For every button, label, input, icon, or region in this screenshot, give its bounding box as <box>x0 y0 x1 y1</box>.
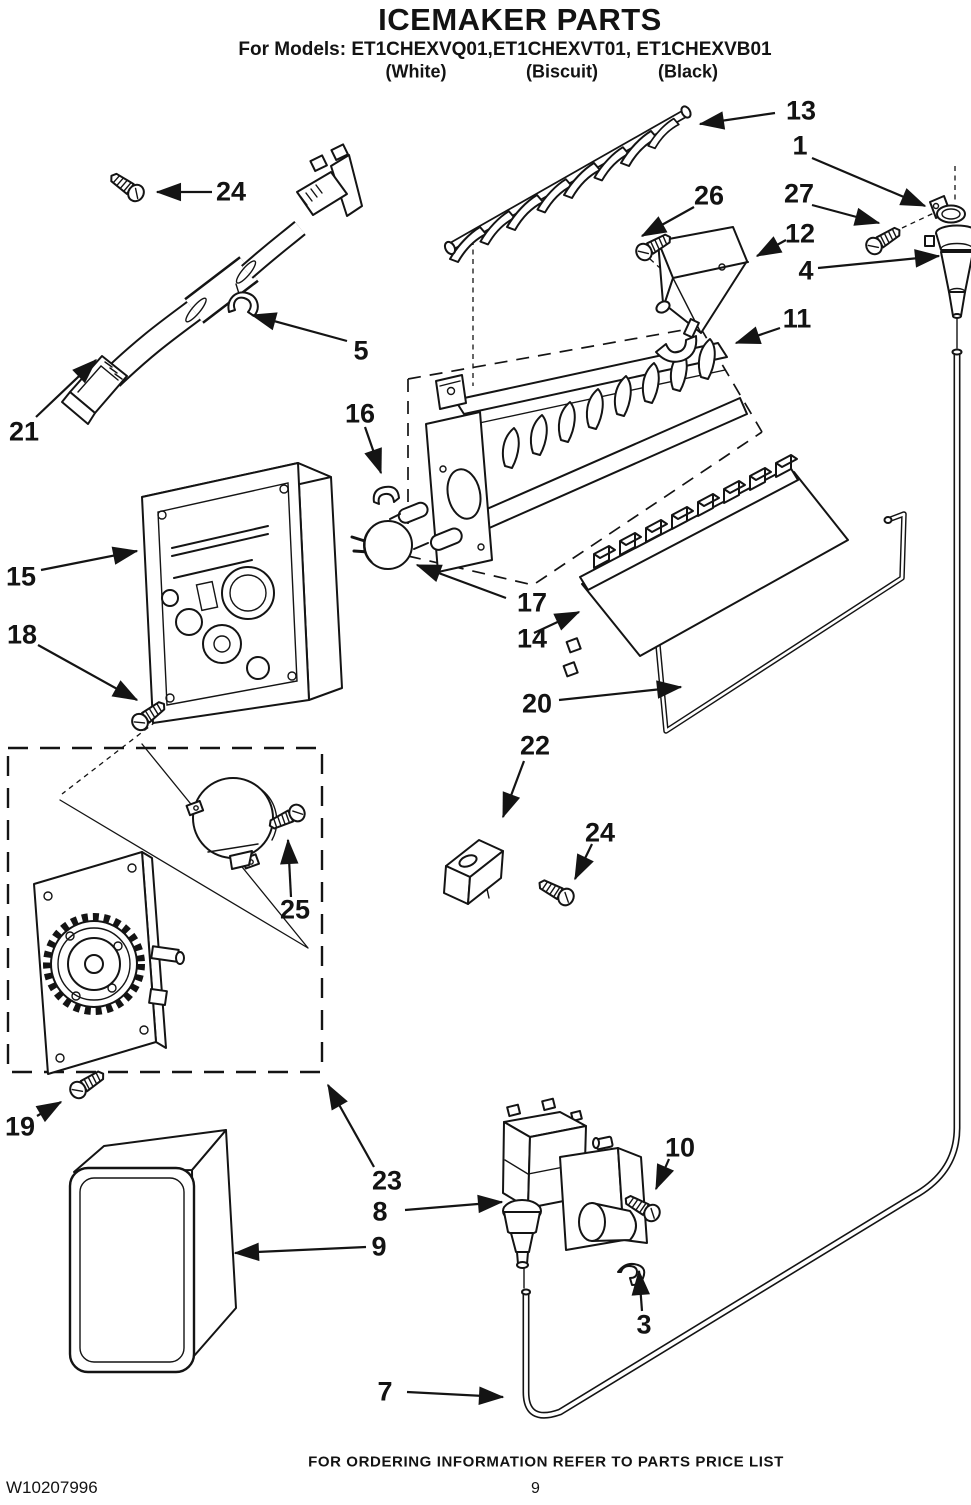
callout-12: 12 <box>784 218 816 249</box>
callout-27: 27 <box>783 178 815 209</box>
fill-tube-assembly-drawing <box>924 195 971 319</box>
callout-25: 25 <box>279 894 311 925</box>
callout-4: 4 <box>798 255 814 286</box>
color-label-white: (White) <box>385 61 447 82</box>
motor-drawing <box>185 777 278 870</box>
document-number: W10207996 <box>6 1478 98 1497</box>
color-label-biscuit: (Biscuit) <box>526 61 598 82</box>
icemaker-mold-drawing <box>389 335 748 573</box>
callout-26: 26 <box>693 180 725 211</box>
leader-lines <box>35 111 941 1405</box>
callout-24-top: 24 <box>215 176 247 207</box>
wiring-harness-drawing <box>61 143 363 425</box>
callout-16: 16 <box>344 398 376 429</box>
thermostat-clip-drawing <box>372 485 400 505</box>
callout-13: 13 <box>785 95 817 126</box>
thermostat-plug-drawing <box>350 520 413 570</box>
water-fill-tube-drawing <box>521 348 963 1419</box>
callout-22: 22 <box>519 730 551 761</box>
ordering-note: FOR ORDERING INFORMATION REFER TO PARTS … <box>308 1453 784 1471</box>
callout-8: 8 <box>372 1196 388 1227</box>
models-line: For Models: ET1CHEXVQ01,ET1CHEXVT01, ET1… <box>238 39 772 60</box>
hopper-cup-drawing <box>655 226 749 339</box>
harness-clip-drawing <box>227 283 259 317</box>
ejector-blade-drawing <box>443 105 692 263</box>
callout-23: 23 <box>371 1165 403 1196</box>
callout-7: 7 <box>377 1376 393 1407</box>
color-label-black: (Black) <box>657 61 719 82</box>
construction-lines <box>59 166 958 1289</box>
callout-14: 14 <box>516 623 548 654</box>
callout-3: 3 <box>636 1309 652 1340</box>
callout-11: 11 <box>782 303 812 334</box>
callout-24-mid: 24 <box>584 817 616 848</box>
water-valve-drawing <box>502 1097 648 1269</box>
module-housing-drawing <box>141 462 343 724</box>
callout-18: 18 <box>6 619 38 650</box>
page-number: 9 <box>531 1480 540 1497</box>
small-bracket-drawing <box>443 839 504 905</box>
callout-15: 15 <box>5 561 37 592</box>
callout-17: 17 <box>516 587 548 618</box>
gear-plate-drawing <box>33 851 185 1075</box>
front-cover-drawing <box>68 1129 237 1374</box>
callout-5: 5 <box>353 335 369 366</box>
callout-9: 9 <box>371 1231 387 1262</box>
callout-21: 21 <box>8 416 40 447</box>
callout-1: 1 <box>792 130 808 161</box>
page-title: ICEMAKER PARTS <box>378 2 662 37</box>
callout-20: 20 <box>521 688 553 719</box>
callout-10: 10 <box>664 1132 696 1163</box>
callout-19: 19 <box>4 1111 36 1142</box>
stripper-drawing <box>562 454 849 678</box>
